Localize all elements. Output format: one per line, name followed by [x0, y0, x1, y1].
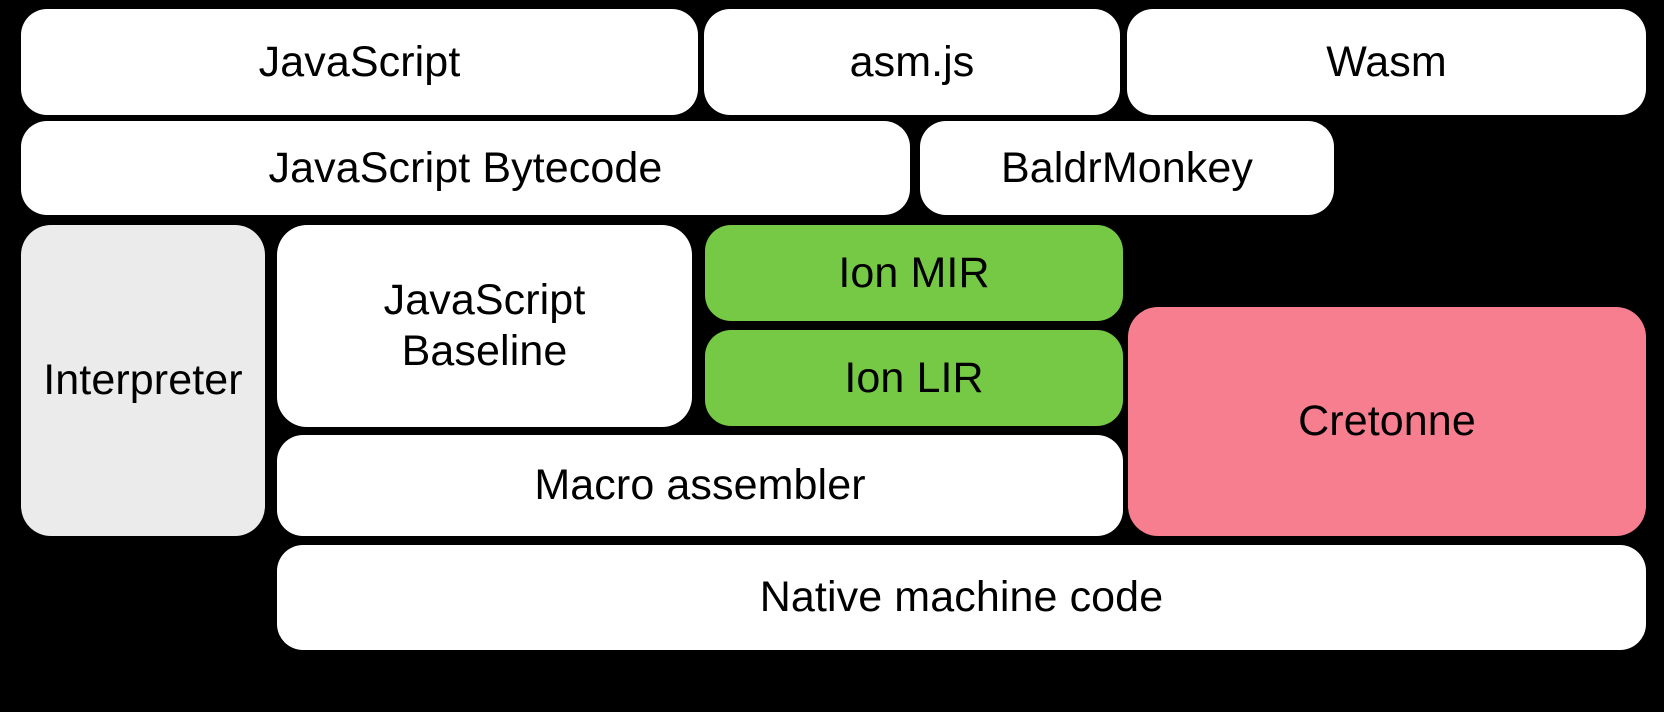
- block-ion-lir: Ion LIR: [705, 330, 1123, 426]
- block-macro-assembler: Macro assembler: [277, 435, 1123, 536]
- block-wasm: Wasm: [1127, 9, 1646, 115]
- block-javascript: JavaScript: [21, 9, 698, 115]
- block-javascript-bytecode: JavaScript Bytecode: [21, 121, 910, 215]
- block-ion-mir: Ion MIR: [705, 225, 1123, 321]
- block-native-machine-code: Native machine code: [277, 545, 1646, 650]
- block-asm-js: asm.js: [704, 9, 1120, 115]
- block-cretonne: Cretonne: [1128, 307, 1646, 536]
- block-baldrmonkey: BaldrMonkey: [920, 121, 1334, 215]
- block-interpreter: Interpreter: [21, 225, 265, 536]
- block-javascript-baseline: JavaScript Baseline: [277, 225, 692, 427]
